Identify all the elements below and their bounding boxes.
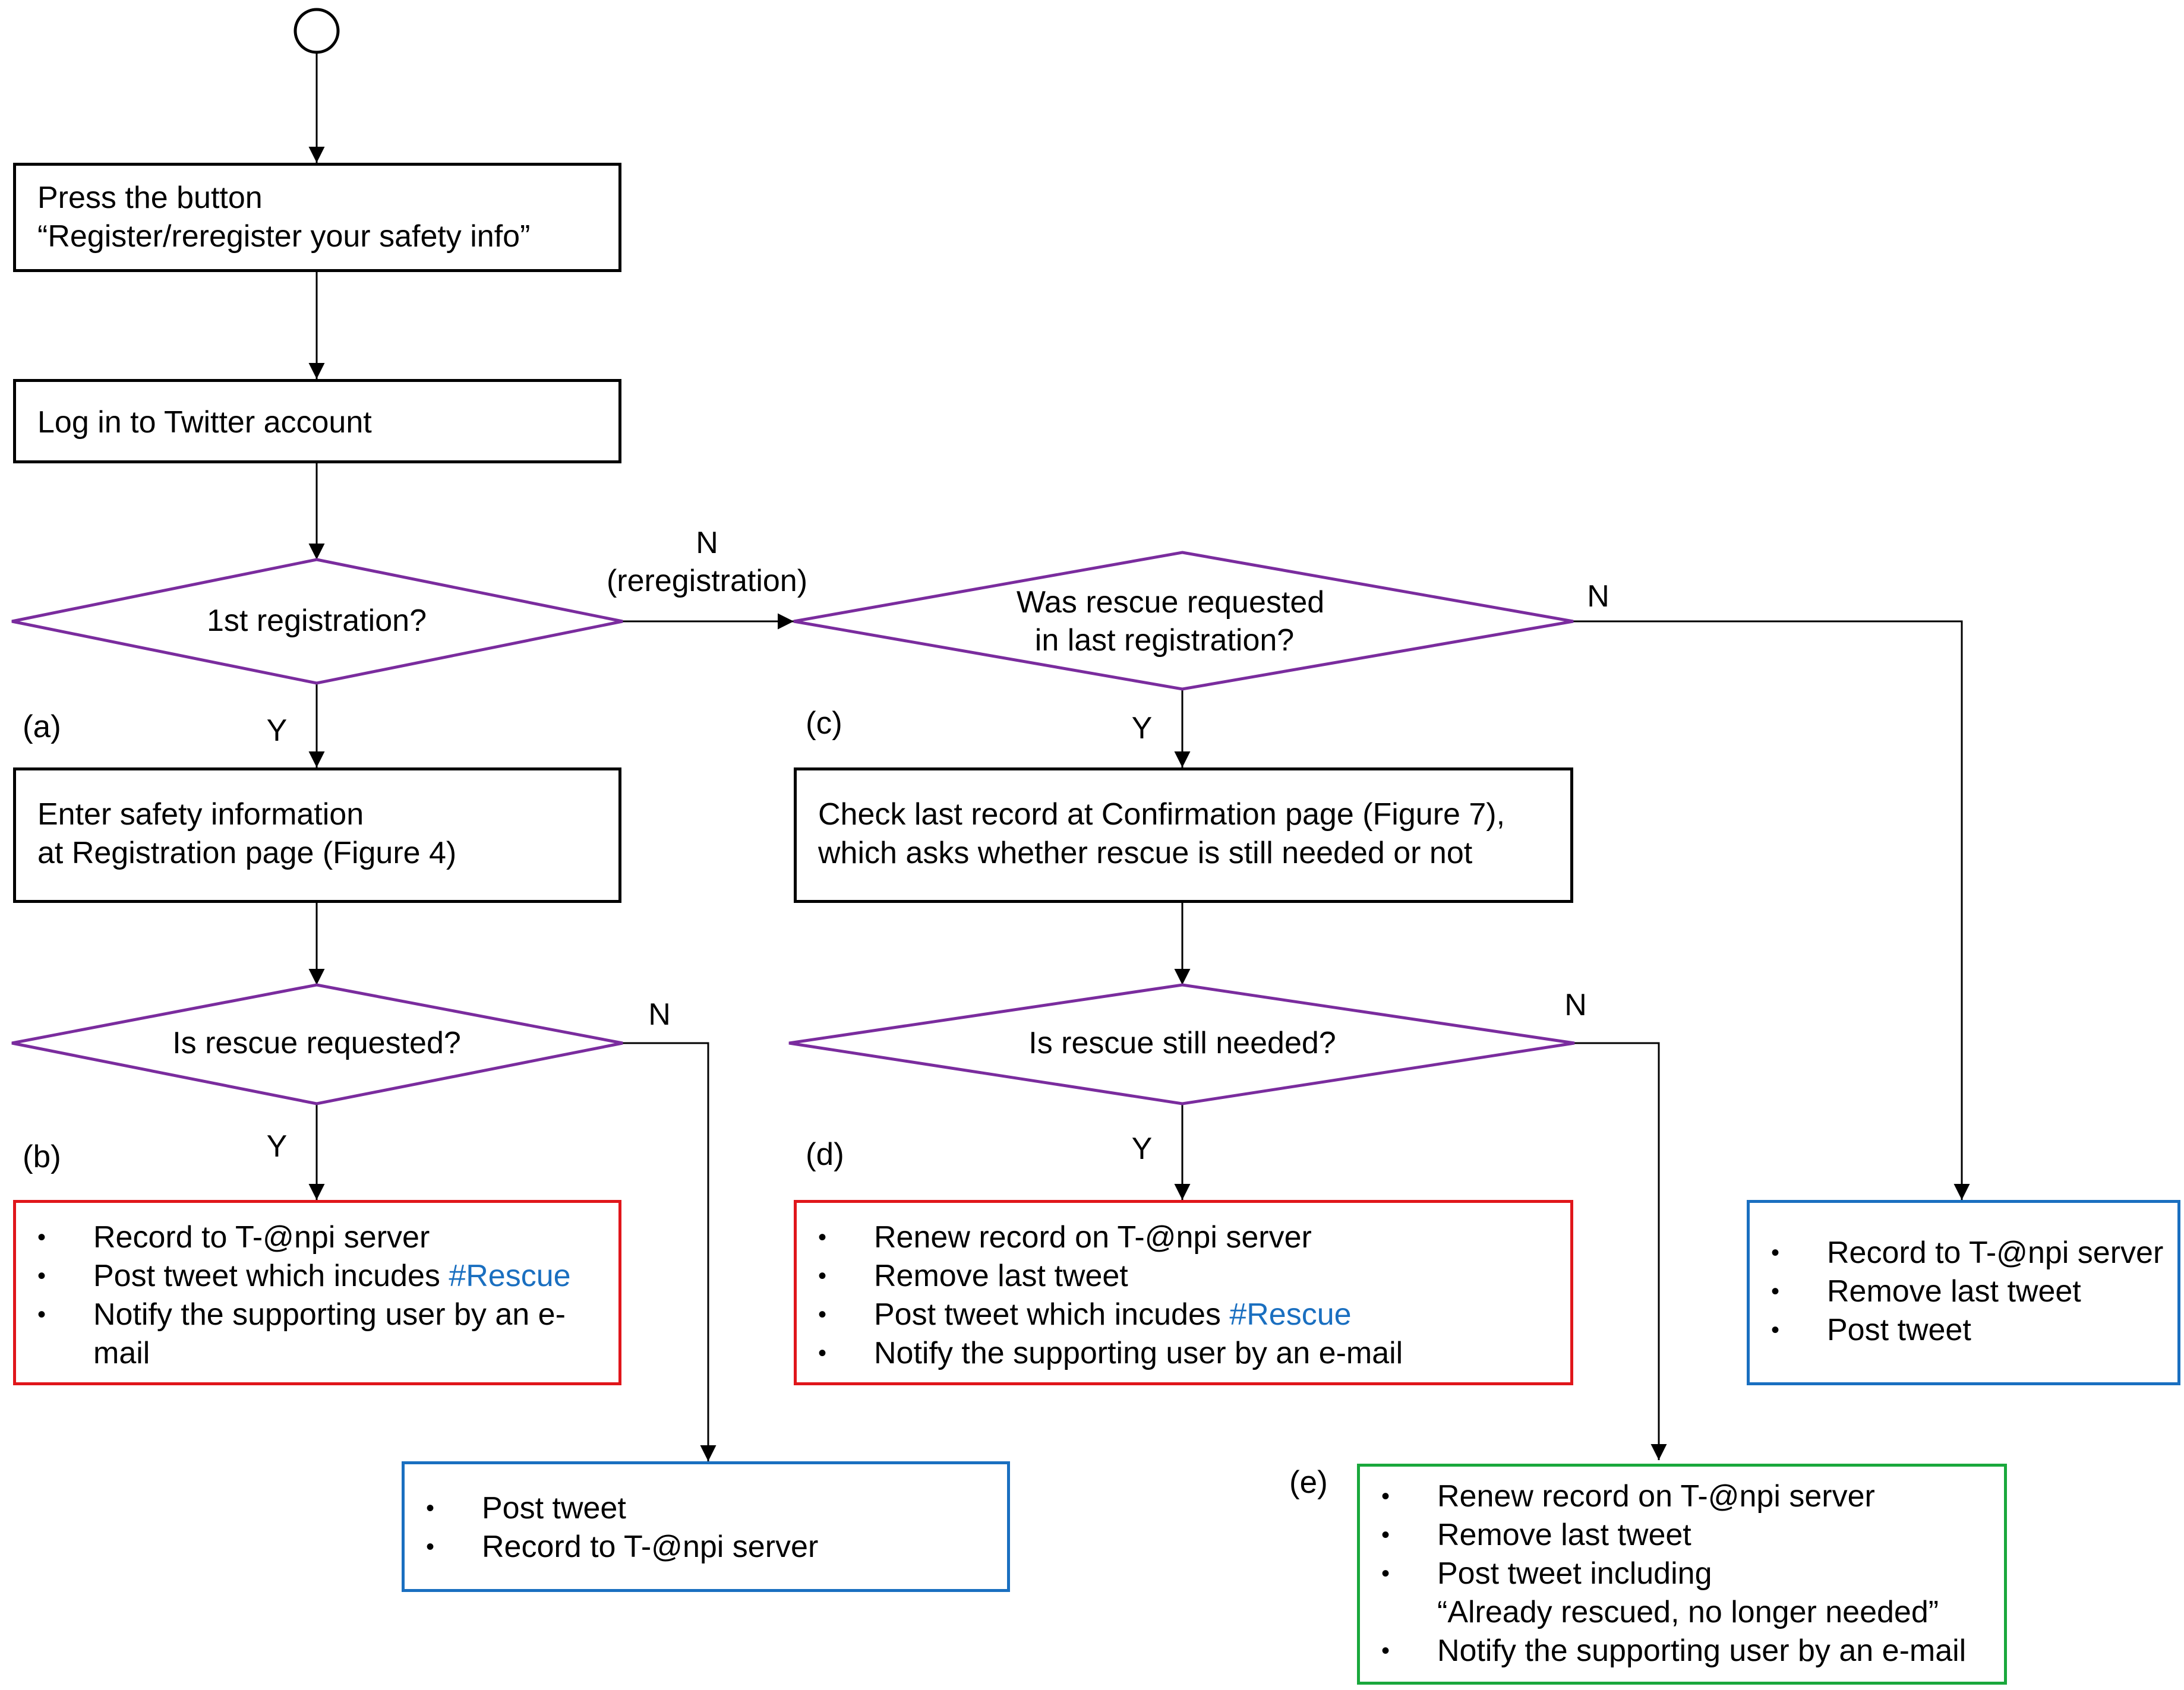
tag-b: (b)	[23, 1139, 61, 1174]
no-label-still-needed: N	[1564, 988, 1587, 1022]
post-tweet-actions-box: Post tweet Record to T-@npi server	[402, 1461, 1010, 1592]
was-rescue-line2: in last registration?	[1034, 623, 1295, 658]
enter-safety-box: Enter safety information at Registration…	[13, 767, 621, 903]
no-label-reregistration: N	[696, 526, 718, 560]
rescue-requested-actions-box: Record to T-@npi server Post tweet which…	[13, 1200, 621, 1385]
box-e-item-2: Remove last tweet	[1381, 1516, 1966, 1555]
check-last-record-line1: Check last record at Confirmation page (…	[818, 797, 1506, 832]
no-label-is-requested: N	[648, 997, 671, 1032]
arrow-is-requested-to-post	[623, 1042, 717, 1461]
box-e-item-4: Notify the supporting user by an e-mail	[1381, 1632, 1966, 1670]
is-rescue-requested-text: Is rescue requested?	[172, 1026, 461, 1060]
enter-safety-line1: Enter safety information	[37, 797, 364, 832]
rescue-still-needed-actions-box: Renew record on T-@npi server Remove las…	[794, 1200, 1573, 1385]
right-box-item-3: Post tweet	[1771, 1311, 2163, 1350]
box-b-item-3: Notify the supporting user by an e-mail	[37, 1296, 571, 1373]
box-d-item-3: Post tweet which incudes #Rescue	[818, 1296, 1403, 1334]
no-rescue-last-actions-box: Record to T-@npi server Remove last twee…	[1747, 1200, 2180, 1385]
box-e-item-3: Post tweet including“Already rescued, no…	[1381, 1555, 1966, 1632]
decision-is-rescue-still-needed	[788, 983, 1575, 1105]
start-node	[293, 8, 340, 54]
arrow-still-to-e	[1574, 1042, 1667, 1460]
reregistration-label: (reregistration)	[606, 564, 808, 598]
rescue-hashtag: #Rescue	[449, 1259, 571, 1293]
press-button-box: Press the button “Register/reregister yo…	[13, 163, 621, 272]
connectors	[308, 52, 1970, 1461]
no-label-was-rescue: N	[1587, 579, 1609, 614]
post-box-item-2: Record to T-@npi server	[426, 1528, 818, 1566]
yes-label-was-rescue: Y	[1131, 711, 1153, 746]
tag-a: (a)	[23, 709, 61, 744]
yes-label-still-needed: Y	[1131, 1132, 1153, 1166]
box-e-item-1: Renew record on T-@npi server	[1381, 1477, 1966, 1516]
box-b-item-2: Post tweet which incudes #Rescue	[37, 1257, 571, 1296]
tag-d: (d)	[806, 1137, 844, 1172]
tag-c: (c)	[806, 706, 842, 741]
box-d-item-1: Renew record on T-@npi server	[818, 1218, 1403, 1257]
box-b-item-1: Record to T-@npi server	[37, 1218, 571, 1257]
check-last-record-box: Check last record at Confirmation page (…	[794, 767, 1573, 903]
is-rescue-still-needed-text: Is rescue still needed?	[1028, 1026, 1336, 1060]
press-button-line1: Press the button	[37, 181, 263, 215]
login-box: Log in to Twitter account	[13, 379, 621, 463]
rescue-hashtag: #Rescue	[1229, 1297, 1352, 1332]
tag-e: (e)	[1289, 1465, 1328, 1500]
box-d-item-2: Remove last tweet	[818, 1257, 1403, 1296]
right-box-item-1: Record to T-@npi server	[1771, 1234, 2163, 1272]
login-text: Log in to Twitter account	[37, 405, 372, 440]
arrow-was-to-right	[1573, 620, 1970, 1200]
first-registration-text: 1st registration?	[207, 604, 427, 638]
already-rescued-actions-box: Renew record on T-@npi server Remove las…	[1357, 1464, 2007, 1685]
was-rescue-line1: Was rescue requested	[1016, 585, 1325, 620]
yes-label-first: Y	[266, 713, 288, 748]
post-box-item-1: Post tweet	[426, 1489, 818, 1528]
right-box-item-2: Remove last tweet	[1771, 1272, 2163, 1311]
check-last-record-line2: which asks whether rescue is still neede…	[818, 836, 1473, 870]
box-d-item-4: Notify the supporting user by an e-mail	[818, 1334, 1403, 1373]
press-button-line2: “Register/reregister your safety info”	[37, 219, 531, 254]
decision-was-rescue-requested	[793, 551, 1574, 691]
yes-label-is-requested: Y	[266, 1129, 288, 1164]
decisions	[11, 551, 1575, 1105]
decision-is-rescue-requested	[11, 983, 623, 1105]
enter-safety-line2: at Registration page (Figure 4)	[37, 836, 457, 870]
decision-first-registration	[11, 558, 623, 685]
